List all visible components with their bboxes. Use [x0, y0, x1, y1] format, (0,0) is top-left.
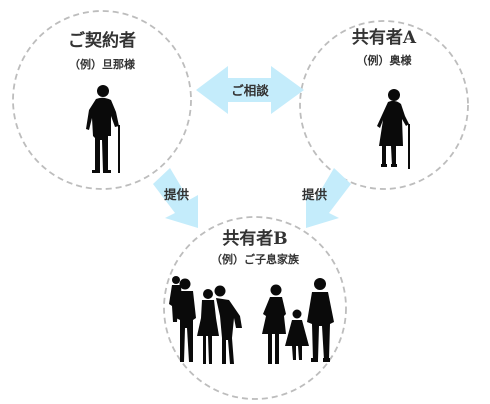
consult-label: ご相談: [231, 83, 269, 98]
provide-right-arrow: 提供: [302, 168, 351, 228]
coowner-a-title: 共有者A: [352, 27, 417, 48]
family-group-icon: [169, 276, 334, 364]
coowner-b-title: 共有者B: [222, 228, 287, 249]
elderly-man-with-cane-icon: [86, 85, 120, 173]
contractor-title: ご契約者: [68, 30, 136, 51]
provide-left-arrow: 提供: [153, 168, 198, 228]
provide-right-label: 提供: [302, 187, 328, 202]
provide-left-label: 提供: [164, 187, 190, 202]
coowner-a-circle: [299, 20, 469, 190]
elderly-woman-with-cane-icon: [377, 89, 410, 169]
contractor-example: （例）旦那様: [69, 57, 136, 71]
coowner-a-example: （例）奥様: [357, 53, 413, 67]
consult-double-arrow: ご相談: [196, 66, 304, 114]
coowner-b-example: （例）ご子息家族: [211, 252, 300, 266]
